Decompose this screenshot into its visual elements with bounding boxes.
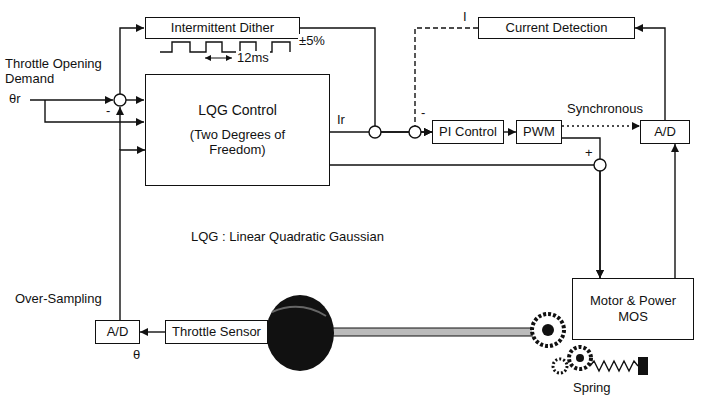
gear — [569, 347, 591, 369]
box-title: PWM — [523, 124, 555, 140]
signal-connector — [415, 28, 478, 132]
box-subtitle: (Two Degrees of Freedom) — [163, 127, 313, 158]
abbreviation-note: LQG : Linear Quadratic Gaussian — [190, 230, 385, 245]
box-title: A/D — [654, 124, 676, 140]
part-name: Spring — [572, 381, 612, 396]
box-title: LQG Control — [198, 102, 277, 119]
sensor-box: Throttle Sensor — [165, 320, 268, 344]
dither-box: Intermittent Dither — [145, 17, 300, 39]
converter-box: A/D — [640, 120, 690, 144]
connector-label: Synchronous — [566, 102, 644, 117]
signal-connector — [140, 331, 165, 332]
signal-name: θ — [132, 348, 141, 363]
spring — [590, 361, 638, 371]
signal-name: I — [462, 10, 468, 25]
gear — [532, 314, 564, 346]
converter-box: A/D — [95, 320, 140, 344]
amplitude-label: ±5% — [298, 34, 326, 49]
box-title: Throttle Sensor — [172, 324, 261, 340]
spring-anchor — [638, 357, 648, 375]
box-title: Motor & Power MOS — [588, 293, 678, 324]
box-title: A/D — [107, 324, 129, 340]
period-label: 12ms — [236, 51, 270, 66]
period-arrow — [205, 58, 232, 59]
signal-connector — [120, 150, 145, 320]
signal-connector — [330, 165, 600, 278]
signal-connector — [674, 144, 675, 278]
sign-mark: - — [105, 104, 111, 119]
motor-driver-box: Motor & Power MOS — [572, 278, 694, 340]
signal-connector — [562, 138, 600, 278]
pwm-box: PWM — [516, 120, 562, 144]
dither-waveform — [160, 42, 290, 52]
box-title: Intermittent Dither — [171, 20, 274, 36]
pi-control-box: PI Control — [432, 120, 504, 144]
input-label: Throttle Opening Demand — [4, 57, 116, 87]
box-title: Current Detection — [506, 20, 608, 36]
signal-name: θr — [8, 92, 22, 107]
sign-mark: - — [420, 106, 426, 121]
signal-connector — [504, 131, 516, 132]
signal-name: Ir — [336, 113, 346, 128]
sign-mark: + — [584, 146, 594, 161]
signal-connector — [562, 125, 640, 126]
note-label: Over-Sampling — [14, 292, 103, 307]
current-detection-box: Current Detection — [478, 17, 635, 39]
controller-box: LQG Control (Two Degrees of Freedom) — [145, 74, 330, 186]
throttle-valve — [266, 295, 334, 371]
gear — [553, 359, 567, 373]
box-title: PI Control — [439, 124, 497, 140]
